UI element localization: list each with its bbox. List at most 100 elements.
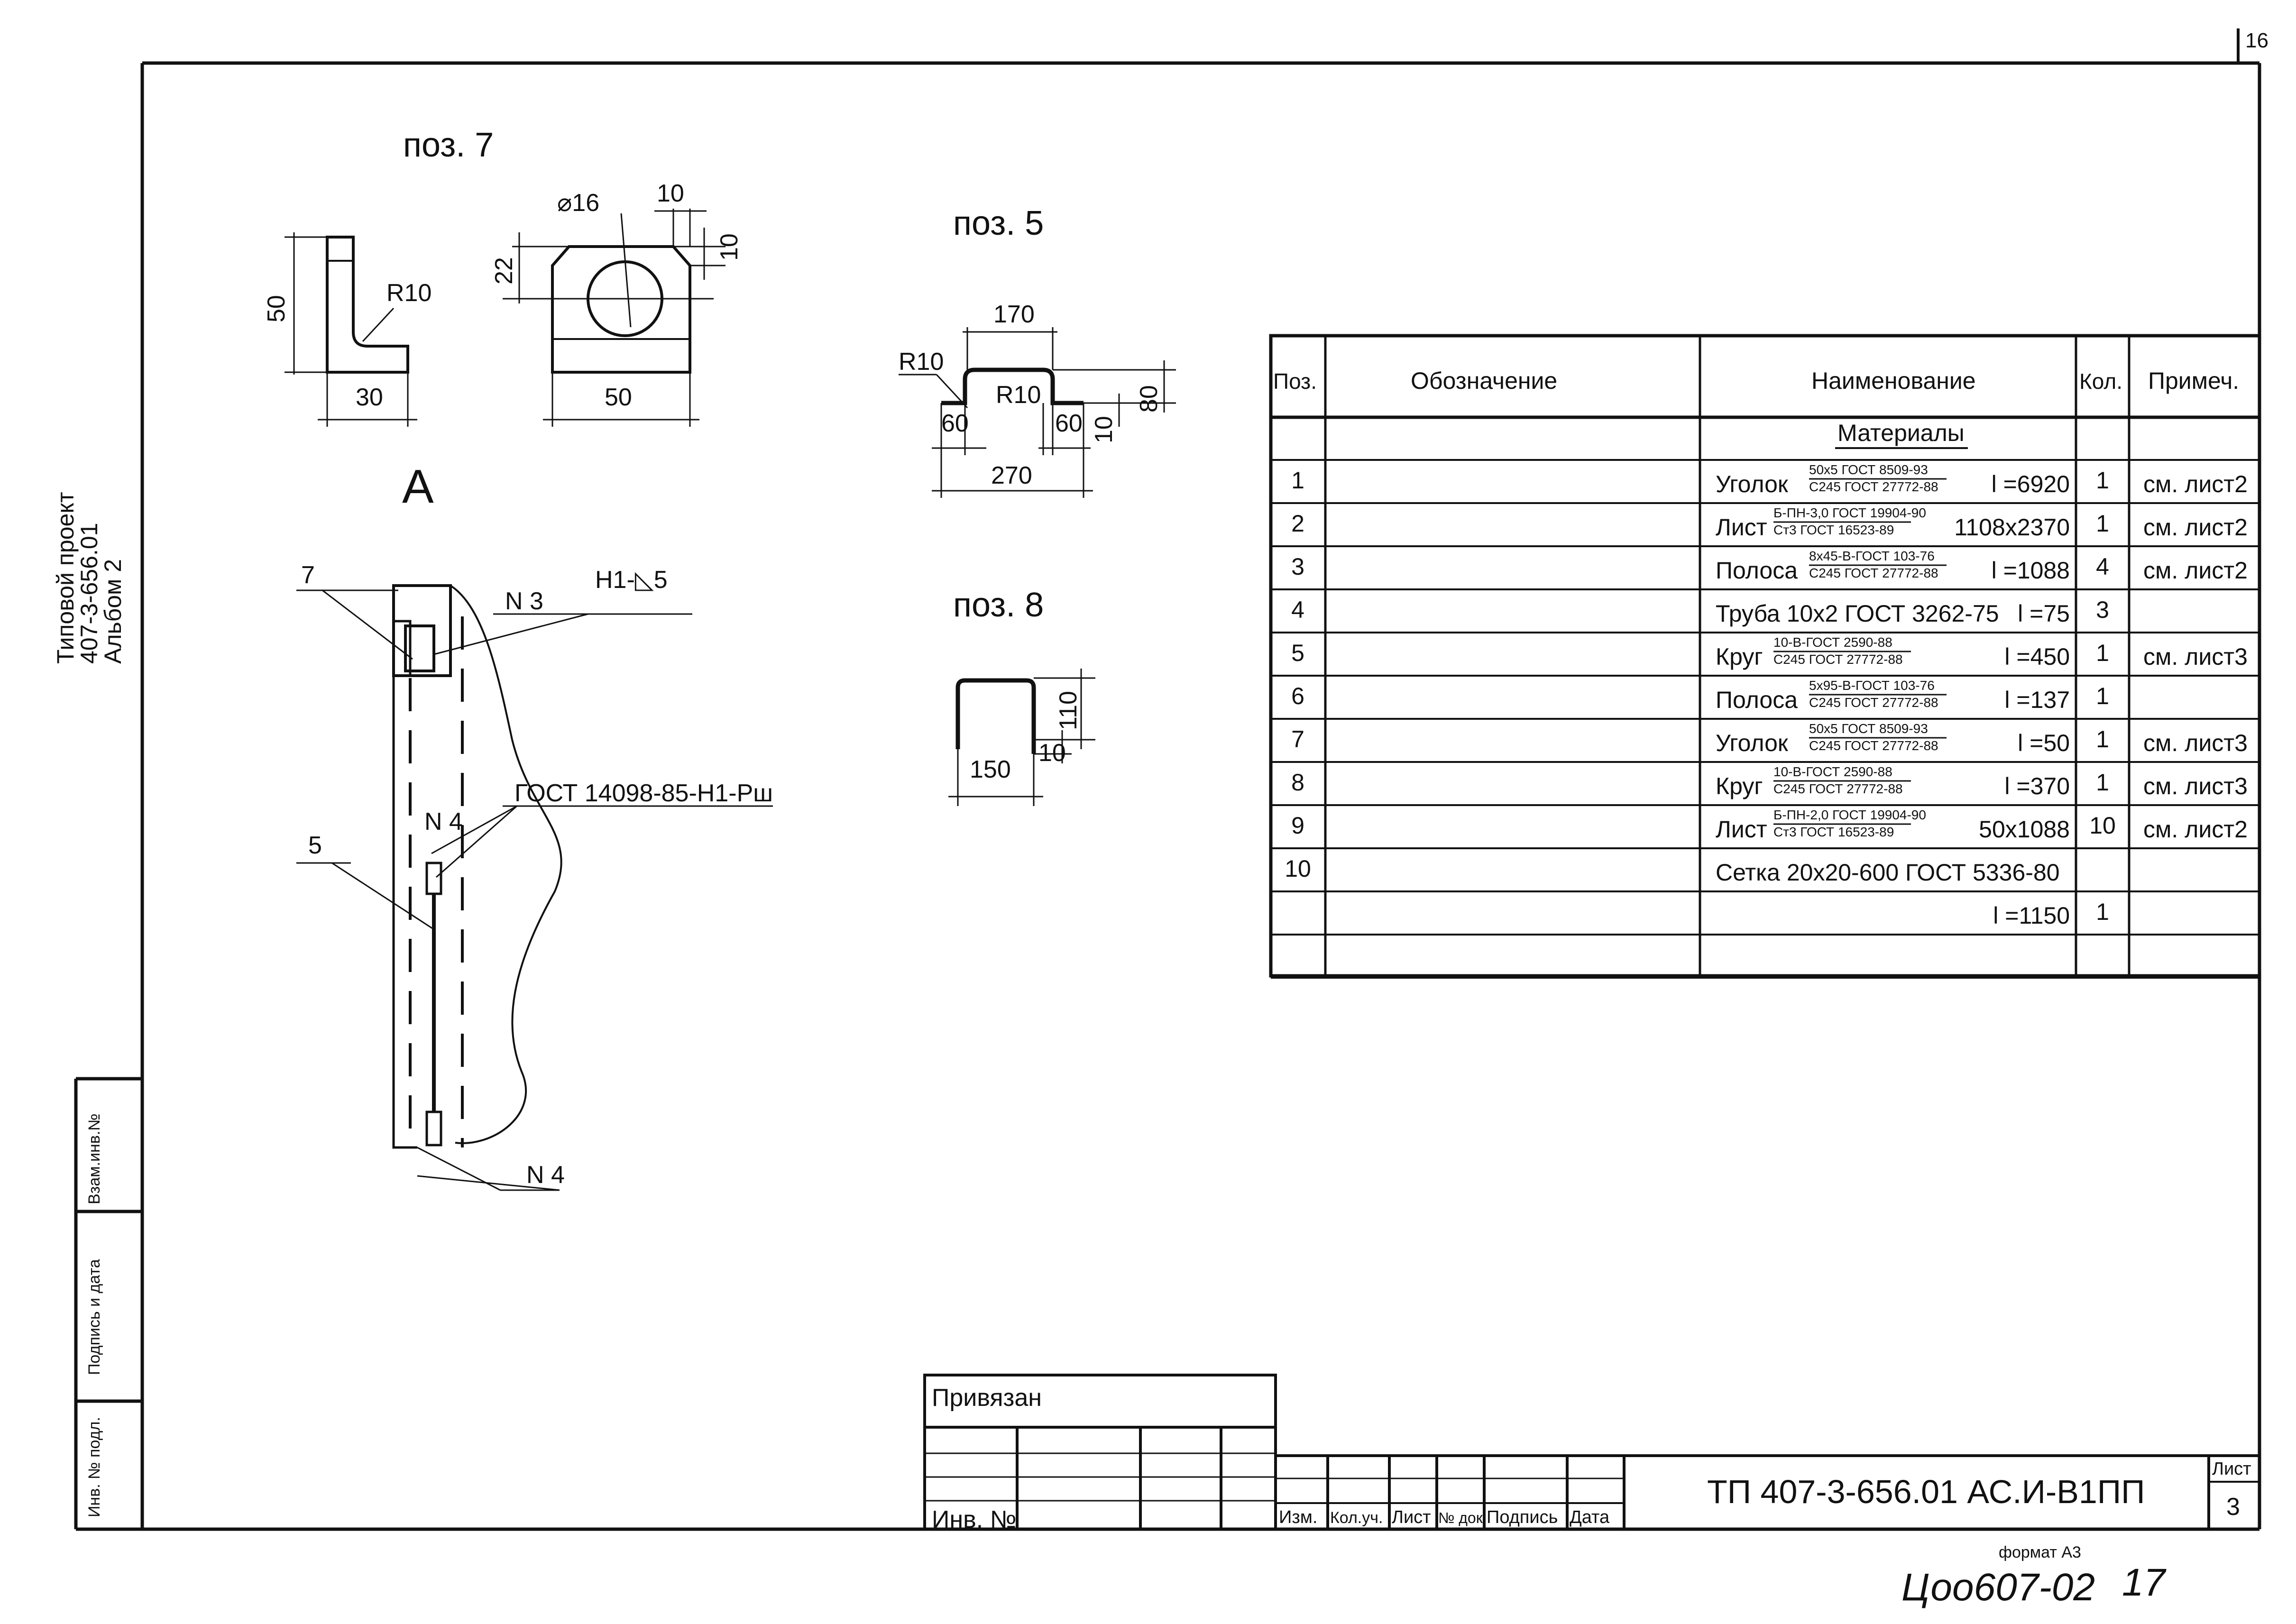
row-qty: 1 — [2096, 510, 2109, 537]
row-note: см. лист2 — [2143, 471, 2248, 497]
row-size: l =137 — [2004, 687, 2070, 713]
poz7-title: поз. 7 — [403, 126, 494, 164]
detail-poz5: поз. 5 170 R10 R10 80 60 60 10 270 — [899, 204, 1176, 498]
view-a-label-7: 7 — [301, 561, 315, 589]
view-a-label-n3: N 3 — [505, 587, 543, 615]
poz7-dim-r10: R10 — [386, 279, 432, 307]
row-pos: 8 — [1291, 769, 1304, 796]
view-a-label-n4a: N 4 — [424, 808, 463, 835]
poz8-dim-110: 110 — [1055, 691, 1082, 730]
corner-sheet-number: 16 — [2245, 29, 2268, 52]
col-doc: № док. — [1438, 1509, 1487, 1526]
row-name: Лист — [1716, 816, 1767, 843]
poz5-dim-80: 80 — [1135, 385, 1163, 413]
row-material-standard: С245 ГОСТ 27772-88 — [1809, 738, 1938, 753]
poz5-dim-10: 10 — [1090, 416, 1118, 443]
poz7-dim-10a: 10 — [657, 180, 684, 207]
side-label-line2: 407-3-656.01 — [76, 523, 102, 664]
row-qty: 1 — [2096, 726, 2109, 752]
privyazan-label: Привязан — [932, 1384, 1042, 1412]
poz5-title: поз. 5 — [953, 204, 1044, 242]
poz7-dim-d16: ⌀16 — [557, 189, 599, 217]
row-material-grade: Б-ПН-2,0 ГОСТ 19904-90 — [1773, 807, 1926, 822]
poz8-dim-10: 10 — [1038, 739, 1066, 767]
row-qty: 1 — [2096, 640, 2109, 666]
row-material-standard: С245 ГОСТ 27772-88 — [1809, 479, 1938, 494]
row-size: l =370 — [2004, 773, 2070, 799]
poz7-dim-50: 50 — [263, 295, 290, 322]
row-material-grade: 5х95-В-ГОСТ 103-76 — [1809, 678, 1935, 693]
view-a-label-h1: Н1-◺5 — [595, 566, 668, 594]
row-name: Круг — [1716, 643, 1763, 670]
spec-row: 10 Сетка 20х20-600 ГОСТ 5336-80 — [1285, 855, 2059, 886]
row-pos: 7 — [1291, 726, 1304, 752]
row-size: 50х1088 — [1979, 816, 2070, 843]
row-name: Уголок — [1716, 471, 1789, 497]
view-a-label-5: 5 — [308, 832, 322, 859]
row-size: l =6920 — [1992, 471, 2070, 497]
row-name: Сетка 20х20-600 ГОСТ 5336-80 — [1716, 859, 2060, 886]
poz8-title: поз. 8 — [953, 586, 1044, 624]
poz8-dim-150: 150 — [970, 756, 1011, 783]
row-note: см. лист2 — [2143, 816, 2248, 843]
document-designation: ТП 407-3-656.01 АС.И-В1ПП — [1707, 1473, 2145, 1510]
row-material-grade: 10-В-ГОСТ 2590-88 — [1773, 764, 1892, 779]
poz7-dim-22: 22 — [490, 257, 518, 284]
detail-poz7: поз. 7 50 R10 30 — [263, 126, 743, 427]
detail-poz8: поз. 8 110 10 150 — [948, 586, 1095, 806]
row-pos: 10 — [1285, 855, 1311, 882]
col-list: Лист — [1392, 1507, 1431, 1527]
row-qty: 3 — [2096, 596, 2109, 623]
row-note: см. лист3 — [2143, 730, 2248, 756]
row-size: l =50 — [2018, 730, 2070, 756]
row-pos: 6 — [1291, 683, 1304, 709]
row-name: Полоса — [1716, 687, 1798, 713]
poz7-dim-30: 30 — [356, 384, 383, 411]
title-block: Привязан Инв. № Изм. Кол.уч. Лист № док.… — [923, 1374, 2259, 1533]
sheet-frame — [74, 28, 2261, 1531]
sheet-label: Лист — [2212, 1459, 2251, 1479]
row-qty: 1 — [2096, 683, 2109, 709]
row-size: l =1088 — [1992, 557, 2070, 584]
row-note: см. лист2 — [2143, 557, 2248, 584]
poz7-dim-50w: 50 — [605, 384, 632, 411]
col-izm: Изм. — [1279, 1507, 1317, 1527]
row-material-standard: С245 ГОСТ 27772-88 — [1809, 566, 1938, 580]
side-label-line1: Типовой проект — [52, 492, 79, 664]
row-pos: 9 — [1291, 812, 1304, 839]
view-a-title: А — [402, 460, 434, 513]
row-material-standard: Ст3 ГОСТ 16523-89 — [1773, 825, 1894, 839]
header-designation: Обозначение — [1411, 367, 1557, 394]
row-material-grade: 10-В-ГОСТ 2590-88 — [1773, 635, 1892, 650]
poz5-dim-60b: 60 — [1055, 410, 1083, 437]
row-note: см. лист3 — [2143, 643, 2248, 670]
view-a-label-gost: ГОСТ 14098-85-Н1-Рш — [514, 780, 773, 807]
inv-no-label: Инв. № — [932, 1506, 1016, 1533]
header-note: Примеч. — [2148, 367, 2239, 394]
row-qty: 1 — [2096, 769, 2109, 796]
row-material-standard: С245 ГОСТ 27772-88 — [1809, 695, 1938, 710]
row-size: l =450 — [2004, 643, 2070, 670]
row-name: Полоса — [1716, 557, 1798, 584]
poz7-dim-10b: 10 — [716, 233, 743, 261]
row-material-grade: Б-ПН-3,0 ГОСТ 19904-90 — [1773, 505, 1926, 520]
handwritten-code: Цоо607-02 — [1901, 1566, 2095, 1609]
view-a-label-n4b: N 4 — [526, 1161, 565, 1189]
row-material-grade: 8х45-В-ГОСТ 103-76 — [1809, 549, 1935, 563]
poz5-dim-270: 270 — [991, 462, 1032, 489]
spec-table: Поз. Обозначение Наименование Кол. Приме… — [1269, 334, 2261, 979]
row-material-grade: 50х5 ГОСТ 8509-93 — [1809, 721, 1928, 736]
poz5-dim-60a: 60 — [941, 410, 969, 437]
row-pos: 2 — [1291, 510, 1304, 537]
row-qty: 4 — [2096, 553, 2109, 580]
